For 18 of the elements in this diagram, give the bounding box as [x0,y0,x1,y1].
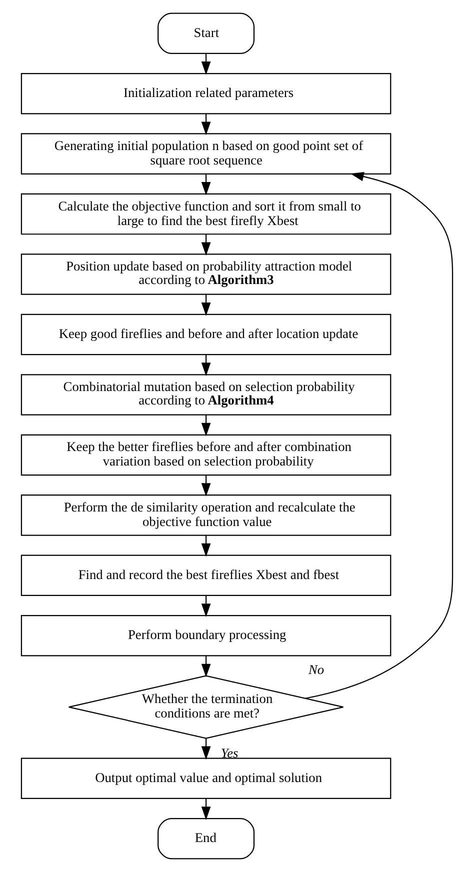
arrow [201,114,211,136]
node-box: Output optimal value and optimal solution [20,758,392,800]
node-box: Start [158,12,255,54]
edge-label: No [308,662,324,678]
node-box: Keep the better fireflies before and after combination variation based on selection probability [20,434,392,476]
arrow [305,172,454,699]
node-box: Combinatorial mutation based on selection probability according to Algorithm4 [20,374,392,416]
node-box: Position update based on probability attraction model according to Algorithm3 [20,254,392,295]
node-box: Calculate the objective function and sort it from small to large to find the best firefly Xbest [20,193,392,235]
node-box: Initialization related parameters [20,72,392,114]
node-box: Generating initial population n based on good point set of square root sequence [20,133,392,174]
node-diamond: Whether the termination conditions are met? [68,675,344,739]
node-box: End [158,818,255,860]
node-box: Keep good fireflies and before and after location update [20,314,392,356]
node-box: Perform boundary processing [20,615,392,656]
node-box: Find and record the best fireflies Xbest and fbest [20,554,392,596]
edge-label: Yes [220,745,238,760]
node-box: Perform the de similarity operation and recalculate the objective function value [20,494,392,536]
